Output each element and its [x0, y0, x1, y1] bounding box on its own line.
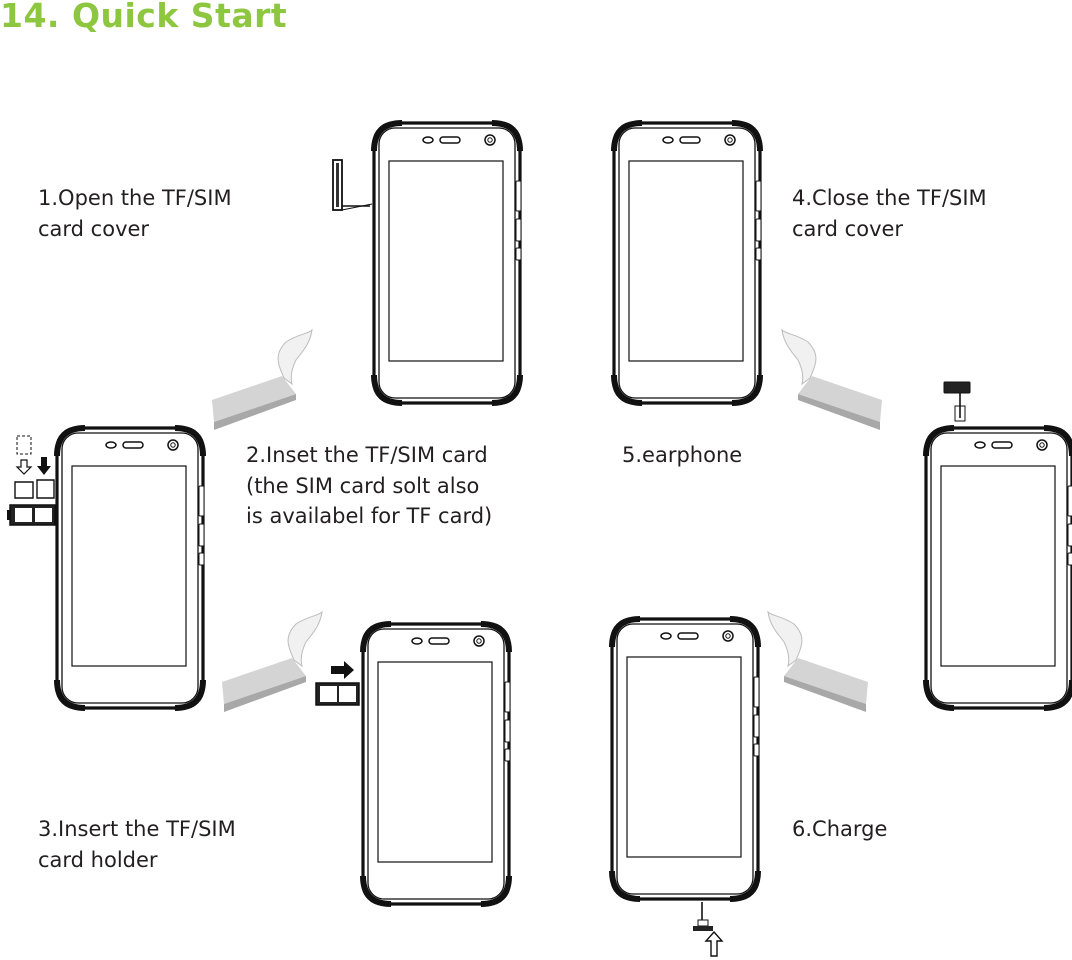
tf-card-icon	[17, 436, 31, 454]
phone-step-4-icon	[614, 123, 761, 403]
curved-arrow-icon	[222, 612, 322, 712]
sim-card-icon	[15, 480, 54, 498]
sim-tray-icon	[333, 160, 372, 210]
phone-step-6-icon	[612, 619, 759, 899]
sim-tray-icon	[7, 505, 55, 525]
curved-arrow-icon	[768, 612, 868, 712]
phone-step-3-icon	[363, 624, 510, 904]
earphone-plug-icon	[944, 382, 970, 421]
sim-tray-icon	[316, 683, 359, 705]
usb-cable-icon	[693, 902, 713, 931]
curved-arrow-icon	[782, 330, 882, 430]
arrow-down-icon	[17, 457, 51, 475]
arrow-right-icon	[331, 661, 354, 679]
phone-step-1-icon	[374, 123, 521, 403]
phone-step-5-icon	[926, 428, 1072, 708]
curved-arrow-icon	[212, 330, 312, 430]
phone-step-2-icon	[57, 428, 204, 708]
arrow-up-icon	[706, 932, 722, 956]
